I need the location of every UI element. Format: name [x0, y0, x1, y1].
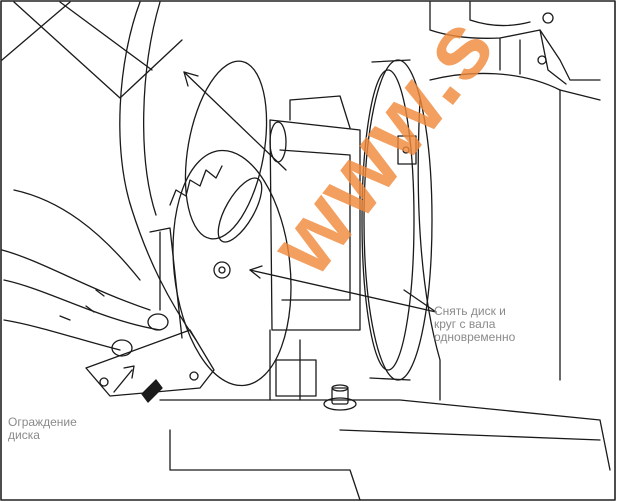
guard-tab	[141, 379, 163, 403]
base-bolt-top	[331, 384, 349, 392]
cutting-disc-teeth	[169, 165, 223, 206]
base-rail	[339, 429, 601, 441]
rear-disc-hub	[269, 121, 287, 163]
disc-hub	[213, 261, 231, 279]
guard-arrow-shaft	[113, 369, 133, 393]
arm-sleeve	[13, 1, 183, 99]
top-bolt-2	[537, 55, 547, 65]
shaft-top	[289, 95, 351, 129]
leader-line-disc	[249, 269, 437, 313]
hand-upper	[13, 189, 141, 281]
top-bolt	[542, 12, 554, 24]
right-housing-left	[417, 99, 441, 401]
base-legs	[269, 329, 301, 401]
top-bracket-inner	[469, 1, 531, 27]
guard-hole-1	[99, 377, 109, 387]
removal-arrow-head	[183, 71, 199, 87]
removal-arrow-shaft	[183, 71, 287, 171]
arm-sleeve-edge	[1, 1, 71, 61]
rear-disc	[184, 60, 268, 240]
base-top-edge	[159, 399, 611, 471]
housing-left-curve	[119, 1, 197, 341]
cutting-disc	[172, 149, 292, 387]
disc-hub-center	[218, 266, 226, 274]
grinding-wheel-inner	[361, 69, 415, 371]
hand-finger-3	[3, 319, 121, 351]
right-housing-top	[429, 72, 601, 101]
base-bolt-head	[331, 387, 349, 405]
knuckle-lines	[59, 289, 105, 321]
hand-finger-1	[1, 249, 151, 311]
shaft-block-inner	[279, 149, 351, 301]
disc-guard-label: Ограждение диска	[8, 415, 77, 442]
base-front	[169, 429, 361, 501]
remove-disc-label: Снять диск и круг с вала одновременно	[434, 304, 516, 344]
disc-guard	[85, 329, 215, 397]
fingertip-2	[111, 339, 133, 357]
disc-guard-arm	[149, 227, 183, 339]
base-bolt-washer	[323, 397, 357, 411]
base-block	[275, 359, 317, 397]
housing-left-curve-inner	[143, 1, 161, 216]
top-bracket-lines	[499, 29, 567, 85]
fingertip-1	[147, 313, 169, 331]
leader-line-wheel	[403, 289, 437, 313]
shaft-block	[269, 119, 361, 331]
guard-hole-2	[189, 371, 199, 381]
leader-arrow-disc	[249, 265, 263, 279]
top-bracket	[429, 1, 601, 81]
hand-finger-2	[3, 279, 161, 331]
wheel-clip	[397, 135, 417, 165]
grinding-wheel-rim	[369, 59, 411, 381]
guard-arrow-head	[123, 365, 135, 379]
wheel-clip-bolt	[402, 146, 410, 154]
